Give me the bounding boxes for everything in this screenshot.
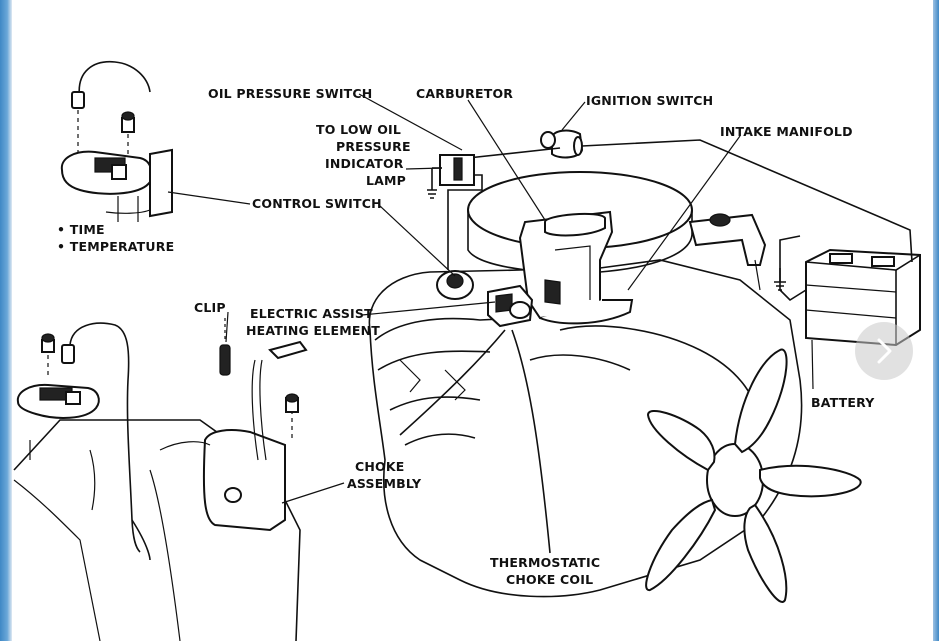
label-to-low-oil-3: INDICATOR — [325, 156, 404, 171]
label-battery: BATTERY — [811, 395, 875, 410]
leader-lines — [167, 93, 814, 504]
label-to-low-oil-4: LAMP — [366, 173, 406, 188]
control-switch-detail — [60, 60, 173, 222]
label-control-switch: CONTROL SWITCH — [252, 196, 382, 211]
wiring — [399, 139, 913, 554]
label-assembly: ASSEMBLY — [347, 476, 422, 491]
label-thermostatic: THERMOSTATIC — [490, 555, 600, 570]
ignition-switch — [540, 129, 584, 159]
label-oil-pressure-switch: OIL PRESSURE SWITCH — [208, 86, 372, 101]
label-choke: CHOKE — [355, 459, 405, 474]
label-choke-coil: CHOKE COIL — [506, 572, 593, 587]
label-temperature: • TEMPERATURE — [57, 239, 174, 254]
callout-labels: OIL PRESSURE SWITCH TO LOW OIL PRESSURE … — [57, 86, 875, 587]
clip — [219, 318, 231, 376]
indicator-lamp-connector — [427, 154, 483, 240]
window-edge-right — [933, 0, 939, 641]
label-carburetor: CARBURETOR — [416, 86, 513, 101]
label-time: • TIME — [57, 222, 105, 237]
label-to-low-oil-2: PRESSURE — [336, 139, 411, 154]
choke-assembly-detail — [13, 322, 308, 641]
label-intake-manifold: INTAKE MANIFOLD — [720, 124, 853, 139]
next-image-button[interactable] — [855, 322, 913, 380]
engine-block — [368, 171, 803, 598]
window-edge-left — [0, 0, 12, 641]
label-electric-assist-2: HEATING ELEMENT — [246, 323, 380, 338]
label-ignition-switch: IGNITION SWITCH — [586, 93, 713, 108]
label-clip: CLIP — [194, 300, 226, 315]
chevron-right-icon — [877, 338, 892, 364]
cooling-fan — [645, 348, 862, 603]
label-to-low-oil-1: TO LOW OIL — [316, 122, 401, 137]
label-electric-assist-1: ELECTRIC ASSIST — [250, 306, 373, 321]
